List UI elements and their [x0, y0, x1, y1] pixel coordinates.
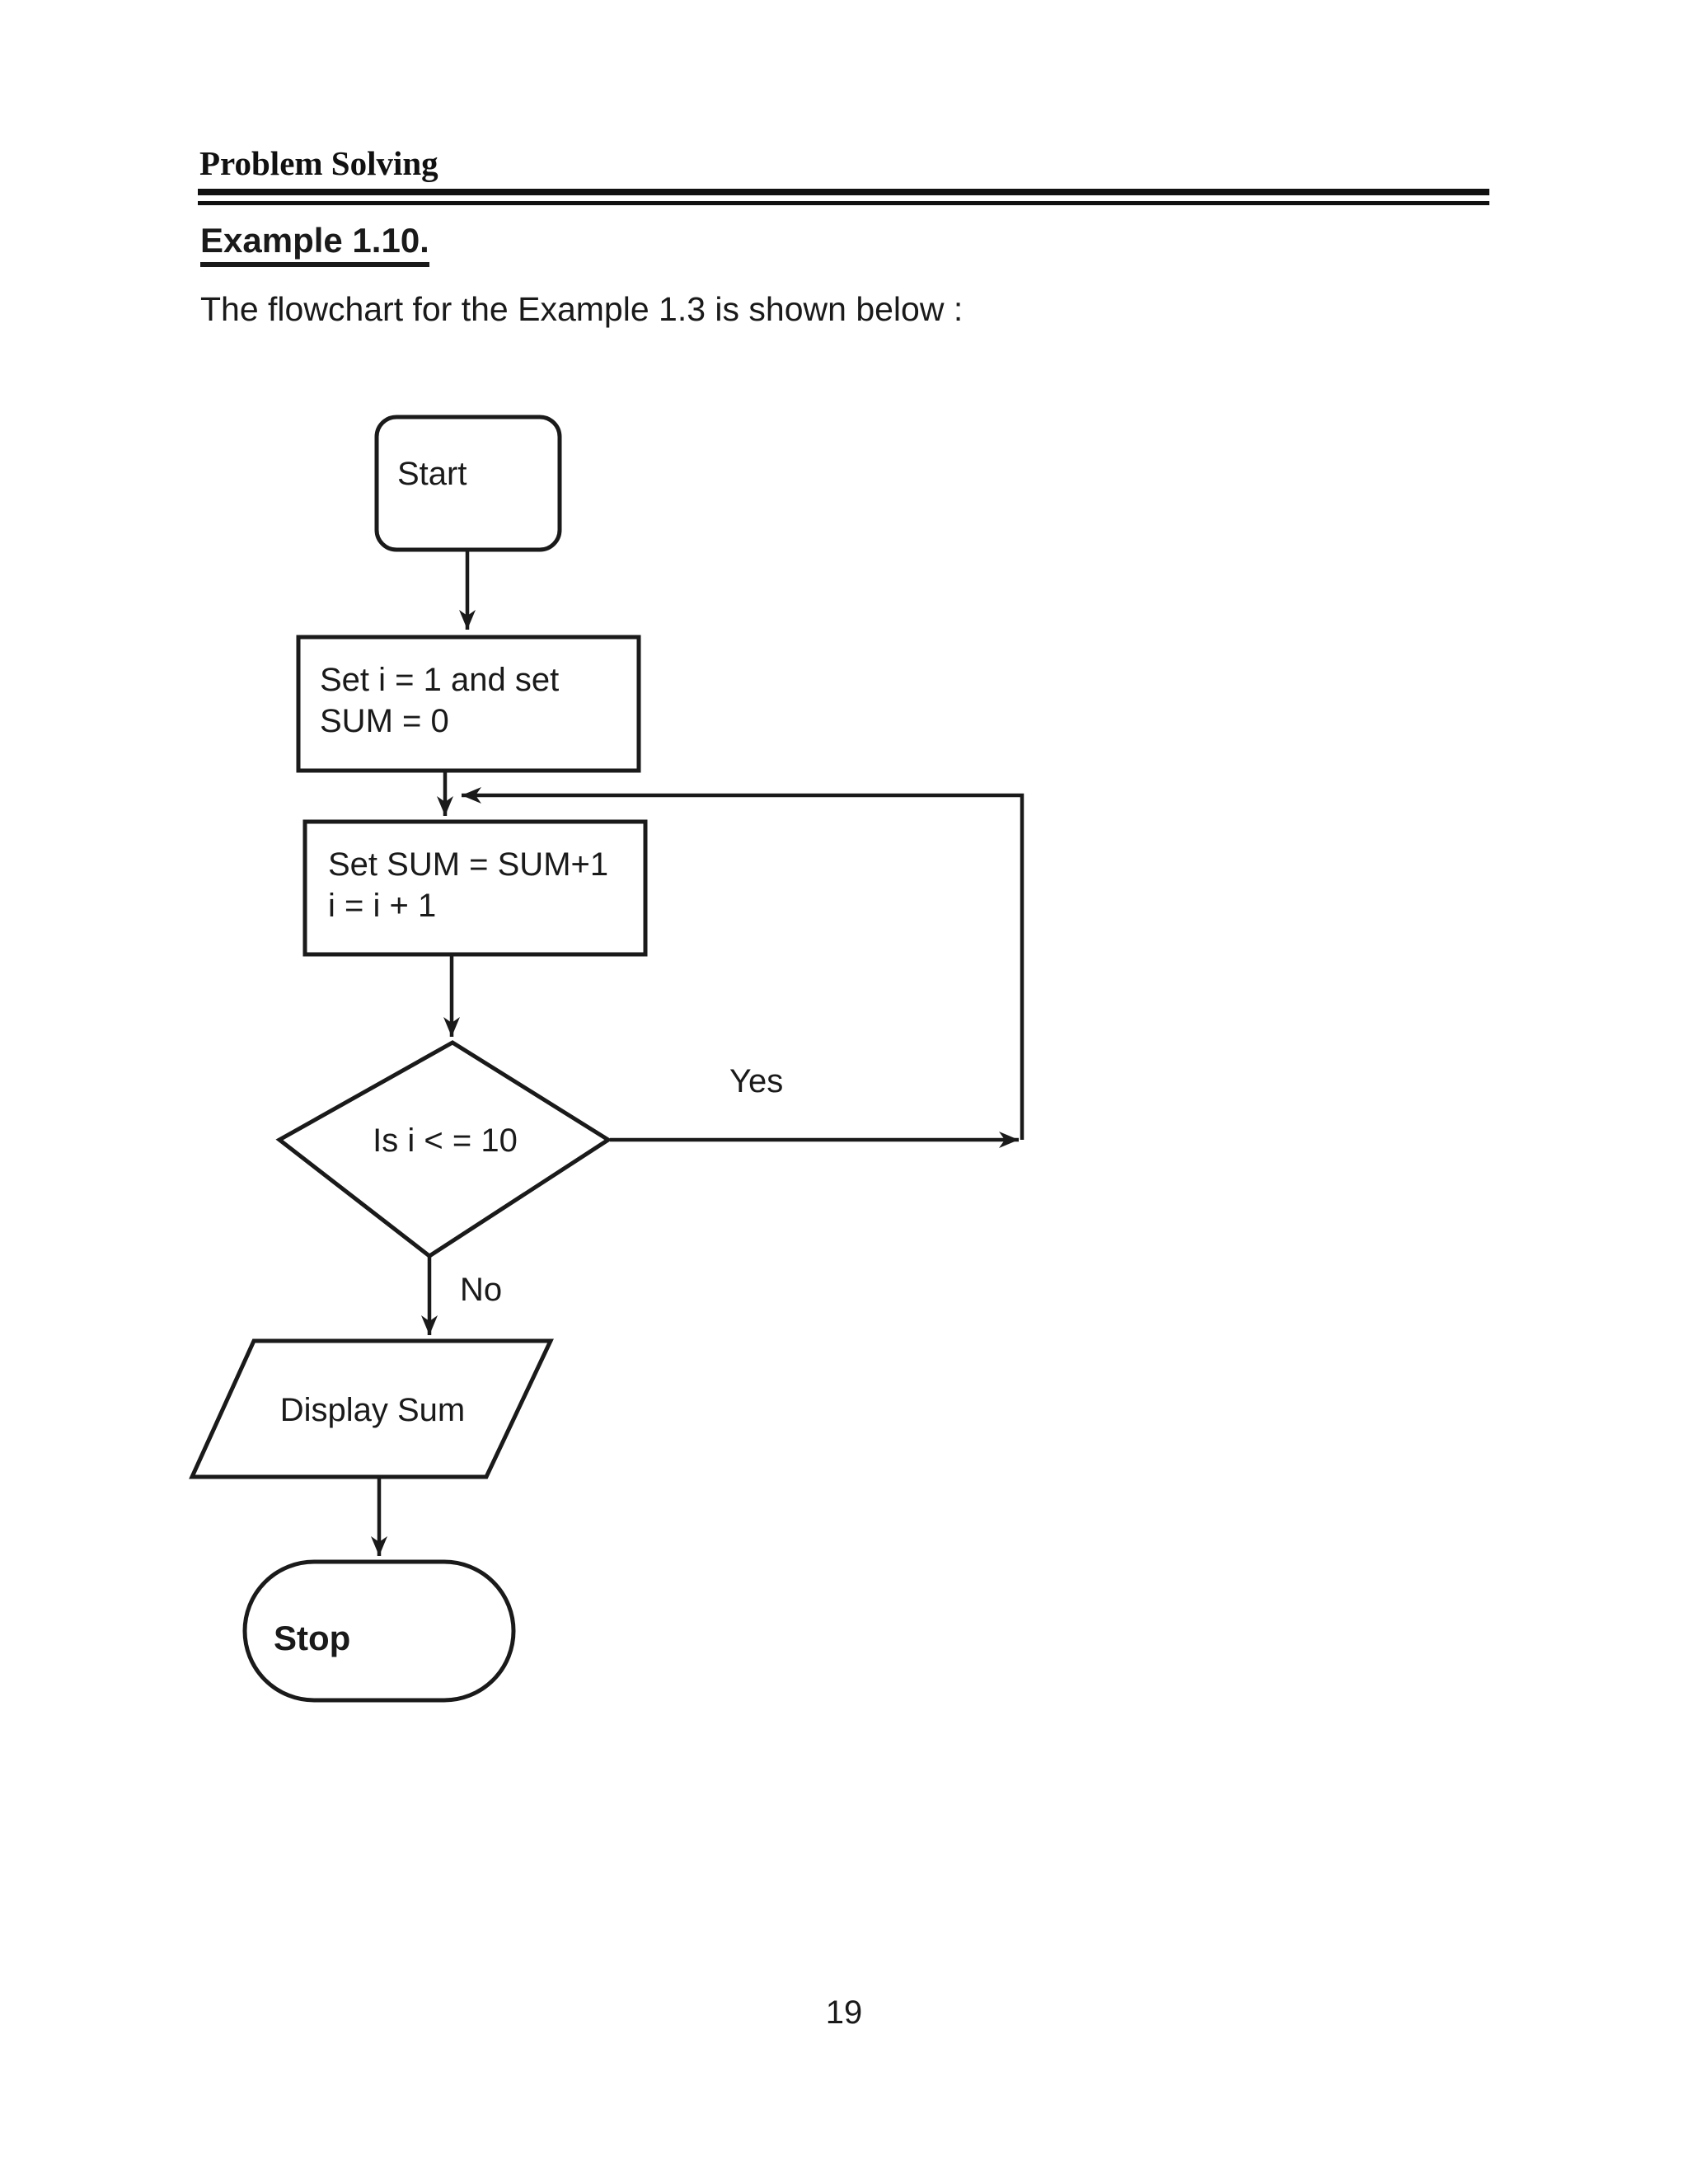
stop-node-label: Stop	[274, 1619, 350, 1657]
start-node-label: Start	[397, 456, 467, 492]
example-heading: Example 1.10.	[200, 223, 429, 267]
display-node-shape	[189, 1338, 554, 1479]
accumulate-node-line2: i = i + 1	[328, 888, 436, 924]
init-node-line2: SUM = 0	[320, 703, 449, 739]
example-heading-text: Example 1.10.	[200, 223, 429, 267]
header-rule-thick	[198, 189, 1489, 195]
init-node-line1: Set i = 1 and set	[320, 662, 559, 698]
intro-text: The flowchart for the Example 1.3 is sho…	[200, 290, 964, 328]
decision-node-label: Is i < = 10	[373, 1122, 518, 1159]
display-node-label: Display Sum	[280, 1392, 466, 1428]
edge-yes-loop-back	[462, 787, 1025, 1140]
decision-node-shape	[275, 1040, 612, 1259]
page-number: 19	[825, 1994, 863, 2031]
accumulate-node-shape	[302, 819, 648, 957]
start-node-shape	[374, 415, 562, 552]
init-node-shape	[296, 635, 641, 773]
yes-edge-label: Yes	[729, 1063, 783, 1099]
stop-node-shape	[242, 1559, 516, 1703]
page-header-title: Problem Solving	[199, 144, 438, 182]
header-rule-thin	[198, 201, 1489, 205]
no-edge-label: No	[460, 1272, 502, 1308]
accumulate-node-line1: Set SUM = SUM+1	[328, 846, 608, 883]
